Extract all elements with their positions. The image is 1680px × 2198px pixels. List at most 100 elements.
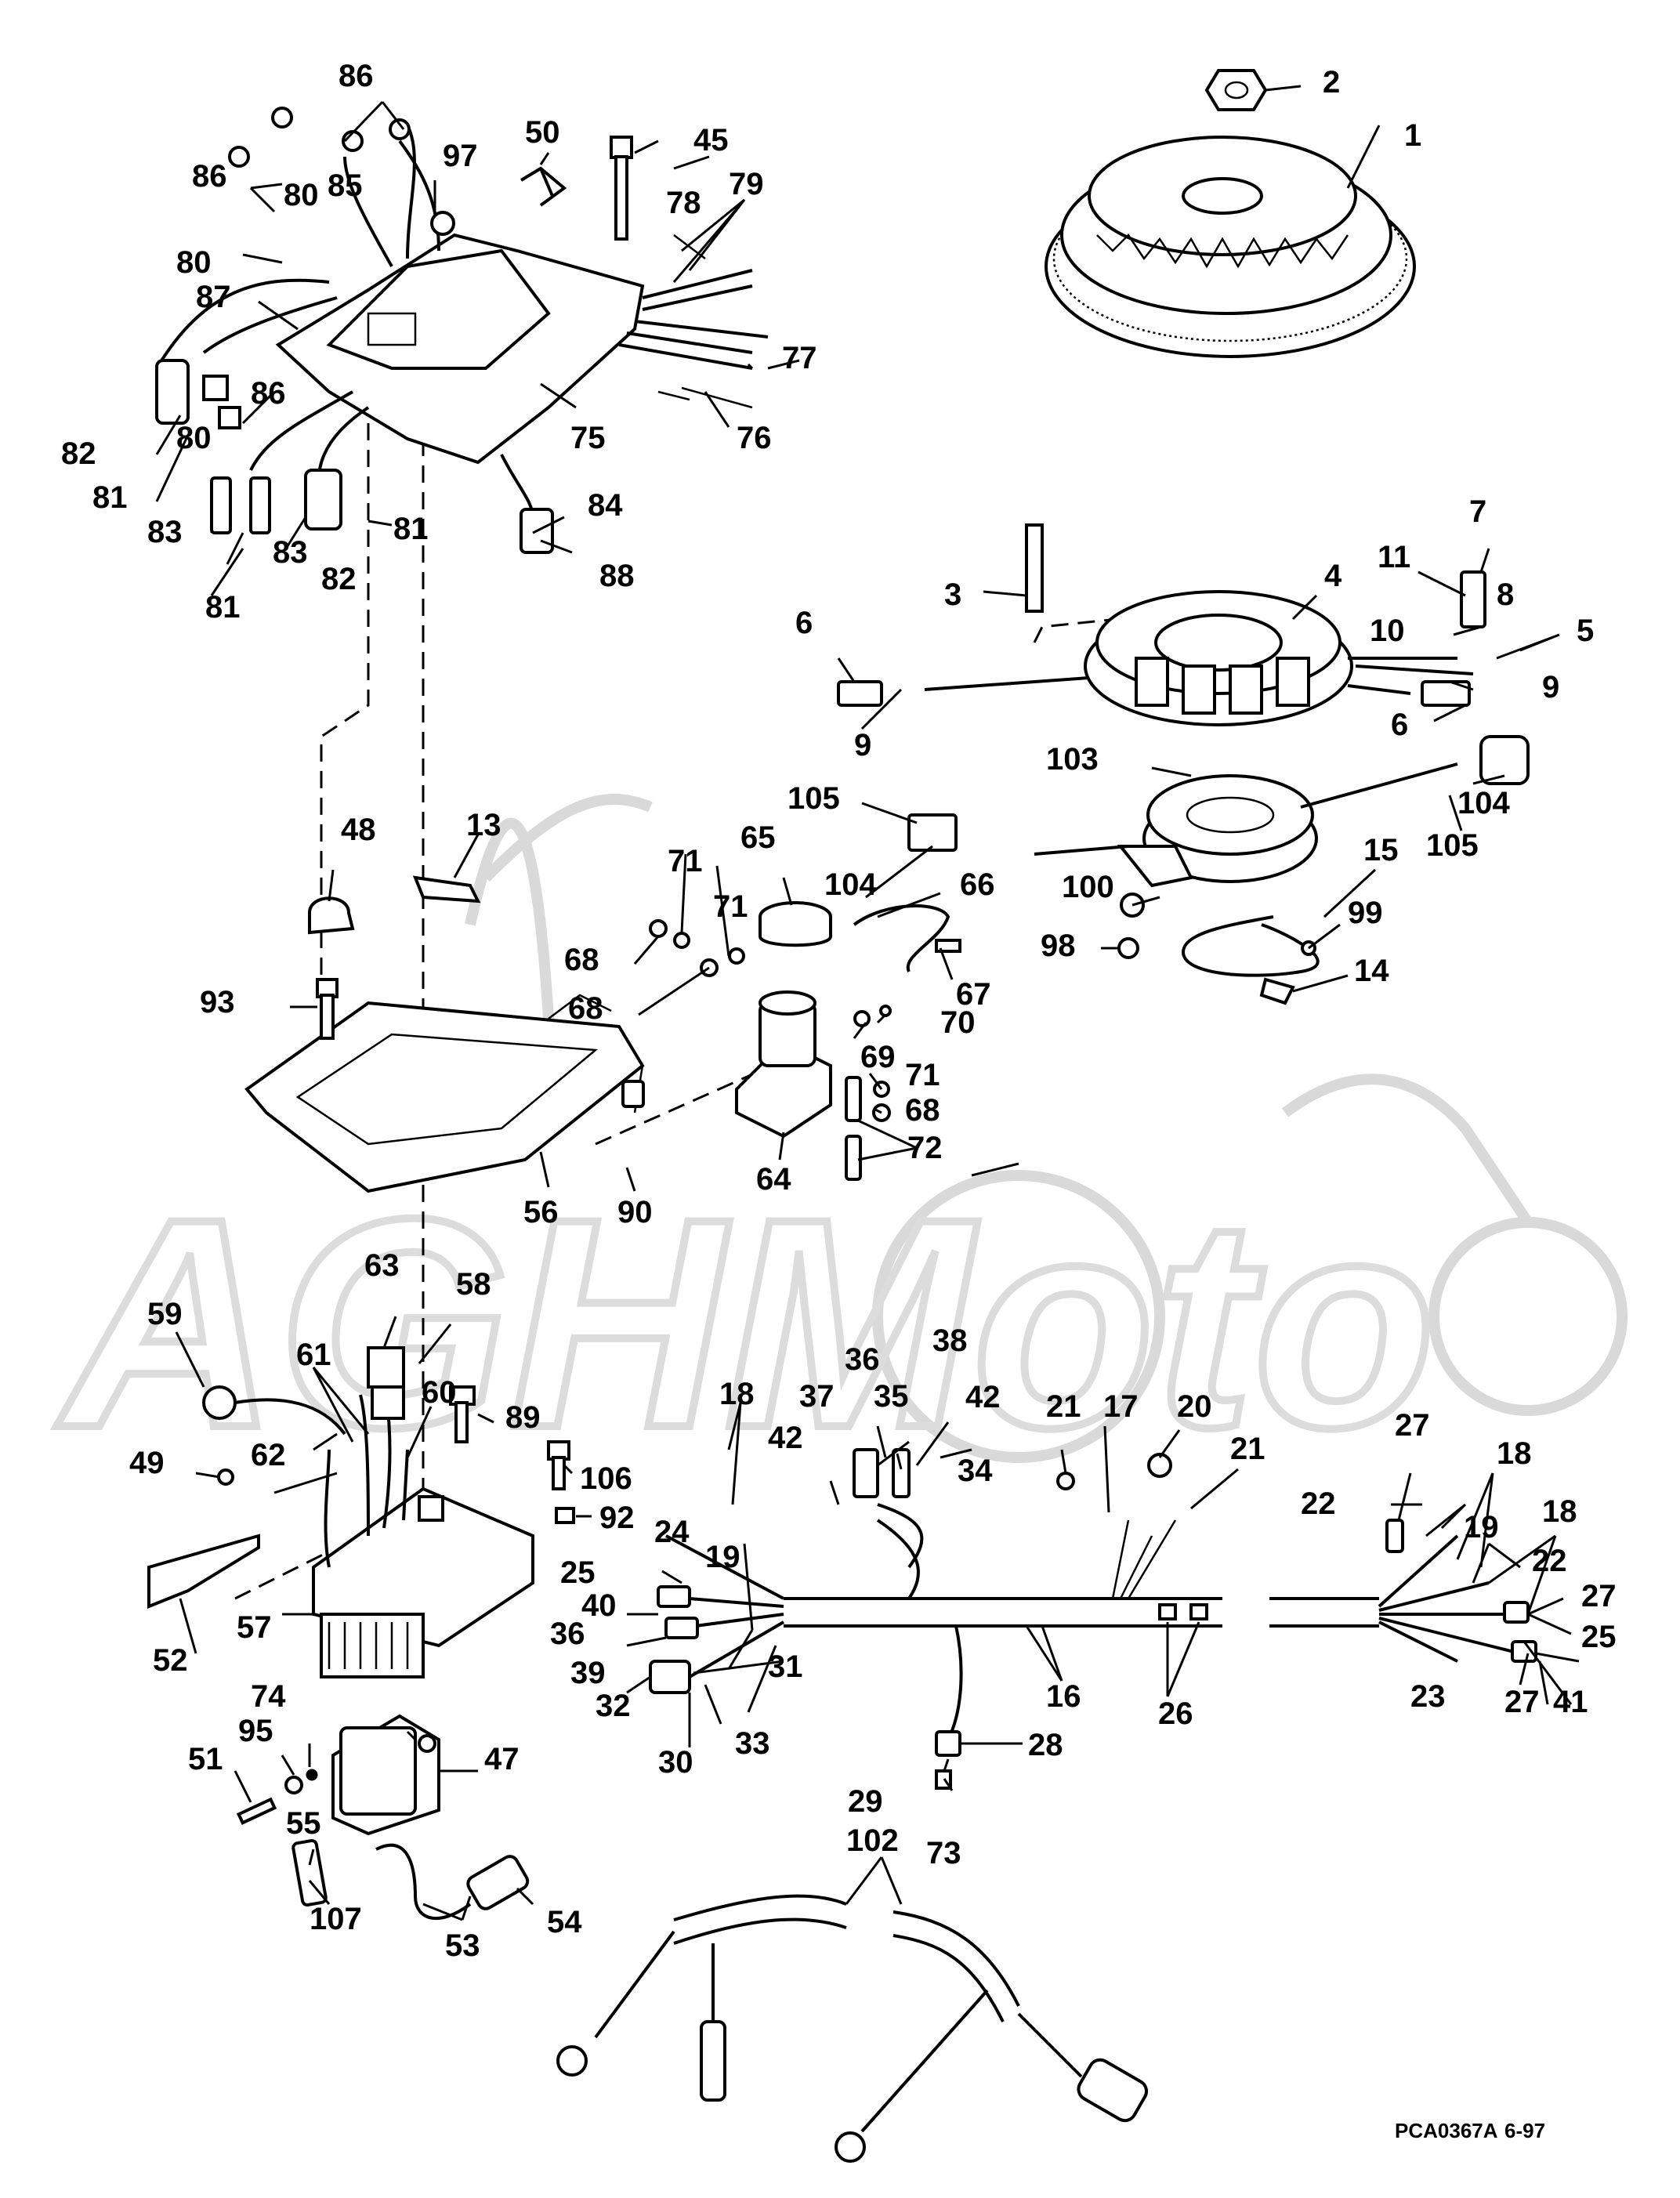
spark-plug-leads: [291, 1838, 530, 1920]
callout-68c: 68: [905, 1093, 940, 1128]
callout-81c: 81: [205, 590, 241, 625]
callout-77: 77: [782, 341, 817, 375]
screw-98: [1117, 937, 1139, 959]
callout-20: 20: [1177, 1389, 1212, 1424]
callout-83a: 83: [147, 515, 183, 549]
callout-37: 37: [799, 1379, 835, 1414]
lead-72a: [845, 1076, 862, 1122]
callout-71b: 71: [713, 889, 748, 924]
flywheel: [1045, 136, 1416, 358]
bolt-51: [236, 1797, 277, 1825]
connector-81-left: [155, 359, 190, 425]
bolt-45: [610, 136, 633, 241]
callout-2: 2: [1323, 65, 1340, 100]
callout-36b: 36: [550, 1617, 585, 1651]
callout-34: 34: [958, 1454, 993, 1488]
callout-24: 24: [654, 1515, 690, 1549]
callout-82a: 82: [61, 436, 96, 471]
starter-solenoid: [735, 990, 832, 1139]
callout-105b: 105: [1426, 828, 1479, 863]
callout-5: 5: [1577, 614, 1594, 648]
callout-16a: 16: [1046, 1679, 1081, 1714]
callout-95: 95: [238, 1714, 273, 1748]
callout-106: 106: [580, 1461, 632, 1496]
callout-59: 59: [147, 1297, 183, 1331]
callout-63: 63: [364, 1248, 400, 1283]
callout-9a: 9: [854, 728, 871, 762]
callout-35: 35: [874, 1379, 909, 1414]
callout-53: 53: [445, 1928, 480, 1963]
clip-13: [412, 875, 481, 903]
leader-lines: [155, 85, 1580, 1921]
callout-18a: 18: [719, 1377, 755, 1411]
callout-27b: 27: [1581, 1579, 1617, 1613]
washer-95: [284, 1776, 303, 1794]
callout-89: 89: [505, 1400, 541, 1435]
callouts: 1 2 3 4 5 5 6 6 7 8 9 9 9 10 11 13 14 15…: [61, 59, 1617, 1963]
callout-74: 74: [251, 1679, 286, 1714]
callout-80b: 80: [176, 245, 212, 280]
callout-60: 60: [422, 1375, 457, 1410]
bracket-52: [147, 1534, 260, 1609]
callout-7: 7: [1469, 494, 1486, 529]
callout-58: 58: [456, 1267, 491, 1302]
callout-103: 103: [1046, 742, 1099, 777]
callout-99: 99: [1348, 896, 1383, 930]
callout-98: 98: [1041, 929, 1076, 963]
clip-50: [520, 166, 567, 207]
ground-lead-59: [202, 1385, 346, 1436]
callout-29: 29: [848, 1784, 883, 1819]
nut-97: [430, 211, 455, 236]
callout-45: 45: [693, 123, 729, 158]
battery-cables: [556, 1894, 1149, 2163]
callout-9b: 9: [1542, 670, 1559, 704]
callout-3: 3: [944, 578, 961, 612]
callout-39: 39: [570, 1656, 606, 1690]
wiring-harness: [649, 1448, 1537, 1790]
callout-73: 73: [926, 1836, 961, 1870]
electrical-box: [244, 994, 645, 1193]
callout-41: 41: [1553, 1685, 1588, 1719]
callout-23: 23: [1410, 1679, 1446, 1714]
callout-21a: 21: [1046, 1389, 1081, 1424]
callout-15: 15: [1363, 833, 1399, 867]
retaining-ring: [1181, 915, 1320, 977]
callout-90: 90: [617, 1195, 653, 1229]
callout-38: 38: [932, 1324, 968, 1358]
callout-32: 32: [596, 1689, 631, 1723]
callout-36a: 36: [845, 1342, 880, 1377]
callout-6a: 6: [795, 606, 813, 640]
power-pack: [155, 107, 769, 554]
callout-86c: 86: [251, 376, 286, 411]
callout-79: 79: [729, 167, 764, 201]
callout-67: 67: [956, 977, 991, 1012]
callout-54: 54: [547, 1905, 582, 1939]
callout-86b: 86: [192, 159, 227, 194]
drawing-code: PCA0367A: [1395, 2119, 1498, 2142]
callout-97: 97: [443, 139, 478, 173]
callout-42a: 42: [768, 1421, 803, 1455]
callout-47: 47: [484, 1742, 520, 1776]
callout-93: 93: [200, 985, 235, 1019]
callout-10: 10: [1370, 614, 1405, 648]
callout-4: 4: [1324, 559, 1342, 593]
callout-19a: 19: [705, 1540, 740, 1574]
watermark-text: AGHMoto: [53, 1157, 1436, 1490]
screw-67: [935, 939, 961, 953]
callout-76: 76: [737, 421, 772, 455]
callout-65: 65: [740, 820, 776, 855]
callout-62: 62: [251, 1438, 286, 1472]
callout-11: 11: [1378, 540, 1410, 574]
clamp-48: [308, 896, 355, 935]
callout-52: 52: [153, 1643, 188, 1678]
callout-13: 13: [466, 808, 501, 842]
callout-42b: 42: [965, 1380, 1001, 1414]
callout-81a: 81: [92, 480, 128, 515]
callout-28: 28: [1028, 1728, 1063, 1762]
callout-86a: 86: [339, 59, 374, 93]
callout-22a: 22: [1301, 1486, 1336, 1521]
stator: [837, 523, 1486, 726]
callout-6b: 6: [1391, 708, 1408, 742]
screw-49: [217, 1468, 234, 1486]
